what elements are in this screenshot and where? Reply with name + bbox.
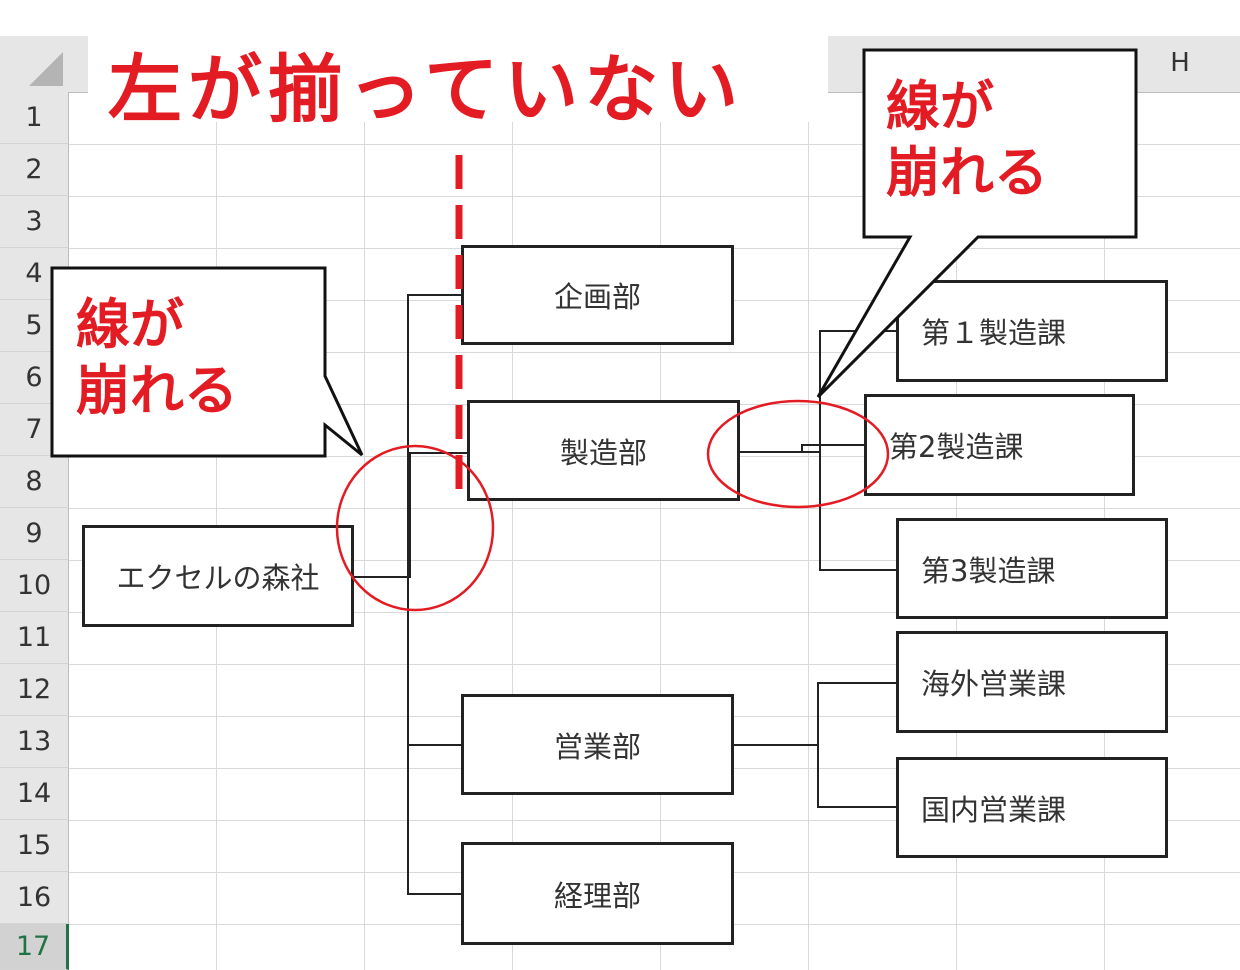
row-header[interactable]: 11 bbox=[0, 612, 69, 664]
row-header[interactable]: 14 bbox=[0, 768, 69, 820]
connector-line bbox=[407, 294, 463, 296]
org-box-label: エクセルの森社 bbox=[116, 561, 320, 595]
connector-line bbox=[817, 806, 898, 808]
org-box-seizo1[interactable]: 第１製造課 bbox=[896, 280, 1168, 382]
callout-right-text: 線が 崩れる bbox=[886, 74, 1048, 206]
org-box-kikaku[interactable]: 企画部 bbox=[461, 245, 734, 345]
row-header[interactable]: 10 bbox=[0, 560, 69, 612]
callout-left-text: 線が 崩れる bbox=[76, 292, 238, 424]
org-box-label: 第１製造課 bbox=[921, 316, 1067, 350]
connector-line bbox=[819, 330, 821, 570]
org-box-label: 企画部 bbox=[553, 280, 641, 314]
connector-line bbox=[819, 569, 898, 571]
row-header[interactable]: 15 bbox=[0, 820, 69, 872]
row-header[interactable]: 3 bbox=[0, 196, 69, 248]
callout-left-line1: 線が bbox=[76, 293, 184, 356]
connector-line bbox=[732, 744, 818, 746]
row-header-selected[interactable]: 17 bbox=[0, 924, 69, 970]
row-header[interactable]: 9 bbox=[0, 508, 69, 560]
org-box-label: 経理部 bbox=[553, 878, 641, 913]
callout-right-shape bbox=[816, 48, 1138, 399]
callout-right-line1: 線が bbox=[886, 75, 994, 138]
callout-left-line2: 崩れる bbox=[76, 359, 238, 422]
grid-col-line bbox=[660, 92, 661, 970]
org-box-seizo[interactable]: 製造部 bbox=[467, 400, 740, 501]
row-header[interactable]: 1 bbox=[0, 92, 69, 144]
highlight-circle-left bbox=[335, 444, 495, 612]
grid-col-line bbox=[364, 92, 365, 970]
row-header[interactable]: 2 bbox=[0, 144, 69, 196]
row-header[interactable]: 16 bbox=[0, 872, 69, 924]
connector-line bbox=[738, 451, 820, 453]
grid-row-line bbox=[69, 820, 1240, 821]
grid-row-line bbox=[69, 664, 1240, 665]
org-box-label: 第2製造課 bbox=[889, 430, 1024, 464]
connector-line bbox=[801, 444, 865, 446]
select-all-corner[interactable] bbox=[0, 36, 70, 93]
org-box-root[interactable]: エクセルの森社 bbox=[82, 525, 354, 627]
connector-line bbox=[407, 744, 463, 746]
row-header[interactable]: 13 bbox=[0, 716, 69, 768]
title-banner bbox=[88, 30, 828, 122]
grid-row-line bbox=[69, 352, 1240, 353]
row-header[interactable]: 12 bbox=[0, 664, 69, 716]
org-box-kokunai[interactable]: 国内営業課 bbox=[896, 757, 1168, 858]
org-box-label: 製造部 bbox=[559, 435, 647, 470]
connector-line bbox=[409, 452, 411, 578]
highlight-circle-right bbox=[706, 399, 890, 509]
grid-col-line bbox=[808, 92, 809, 970]
org-box-seizo2[interactable]: 第2製造課 bbox=[864, 394, 1135, 496]
grid-col-line bbox=[512, 92, 513, 970]
org-box-keiri[interactable]: 経理部 bbox=[461, 842, 734, 945]
connector-line bbox=[409, 452, 469, 454]
org-box-kaigai[interactable]: 海外営業課 bbox=[896, 631, 1168, 733]
connector-line bbox=[352, 576, 410, 578]
connector-line bbox=[407, 294, 409, 894]
column-header-h[interactable]: H bbox=[1170, 48, 1190, 78]
org-box-eigyo[interactable]: 営業部 bbox=[461, 694, 734, 795]
org-box-label: 国内営業課 bbox=[921, 792, 1067, 827]
connector-line bbox=[801, 444, 803, 453]
select-all-triangle-icon bbox=[29, 52, 63, 86]
callout-right-line2: 崩れる bbox=[886, 141, 1048, 204]
grid-row-line bbox=[69, 196, 1240, 197]
connector-line bbox=[817, 682, 898, 684]
org-box-label: 海外営業課 bbox=[921, 667, 1067, 701]
org-box-label: 営業部 bbox=[553, 729, 641, 764]
grid-row-line bbox=[69, 612, 1240, 613]
callout-left-shape bbox=[50, 266, 364, 458]
connector-line bbox=[817, 682, 819, 808]
row-header[interactable]: 8 bbox=[0, 456, 69, 508]
annotation-title: 左が揃っていない bbox=[108, 47, 745, 133]
grid-row-line bbox=[69, 508, 1240, 509]
org-box-seizo3[interactable]: 第3製造課 bbox=[896, 518, 1168, 619]
org-box-label: 第3製造課 bbox=[921, 553, 1056, 588]
grid-row-line bbox=[69, 560, 1240, 561]
grid-row-line bbox=[69, 144, 1240, 145]
connector-line bbox=[407, 893, 463, 895]
